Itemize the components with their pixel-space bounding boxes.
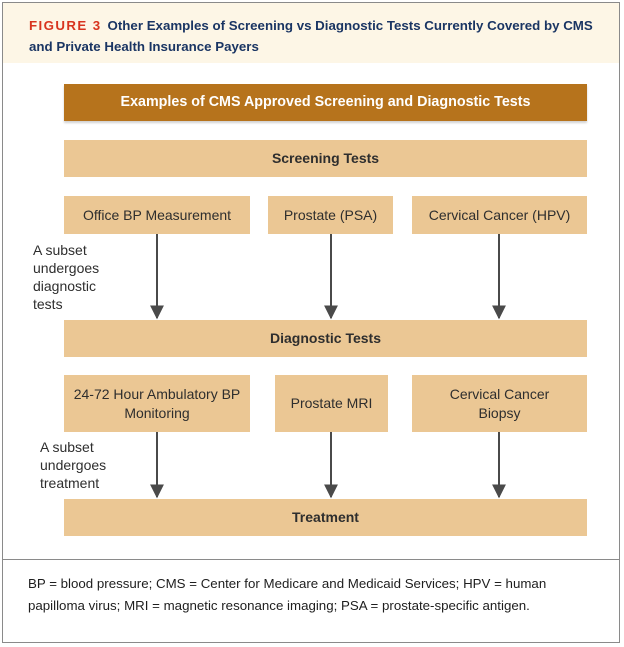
diagnostic-test-box-cervical-biopsy: Cervical Cancer Biopsy <box>412 375 587 432</box>
note-subset-diagnostic: A subset undergoes diagnostic tests <box>33 242 100 312</box>
treatment-header: Treatment <box>64 499 587 536</box>
treatment-header-text: Treatment <box>292 509 359 525</box>
note-subset-treatment: A subset undergoes treatment <box>40 439 107 491</box>
banner-box: Examples of CMS Approved Screening and D… <box>64 84 587 121</box>
diagnostic-test-label: 24-72 Hour Ambulatory BP Monitoring <box>73 385 241 421</box>
screening-test-label: Prostate (PSA) <box>283 206 378 223</box>
figure-footnote: BP = blood pressure; CMS = Center for Me… <box>28 576 547 613</box>
diagnostic-test-box-prostate-mri: Prostate MRI <box>275 375 388 432</box>
screening-test-box-hpv: Cervical Cancer (HPV) <box>412 196 587 234</box>
diagnostic-test-label: Cervical Cancer Biopsy <box>449 385 550 421</box>
banner-text: Examples of CMS Approved Screening and D… <box>120 94 531 110</box>
screening-test-label: Cervical Cancer (HPV) <box>428 206 571 223</box>
figure-label: FIGURE 3 <box>29 18 102 33</box>
screening-test-box-bp: Office BP Measurement <box>64 196 250 234</box>
screening-tests-header: Screening Tests <box>64 140 587 177</box>
figure-title: Other Examples of Screening vs Diagnosti… <box>29 18 593 54</box>
diagnostic-tests-header: Diagnostic Tests <box>64 320 587 357</box>
screening-test-label: Office BP Measurement <box>82 206 232 223</box>
screening-test-box-psa: Prostate (PSA) <box>268 196 393 234</box>
footnote-divider <box>3 559 619 560</box>
diagnostic-test-box-ambulatory-bp: 24-72 Hour Ambulatory BP Monitoring <box>64 375 250 432</box>
screening-tests-header-text: Screening Tests <box>271 150 380 166</box>
diagnostic-tests-header-text: Diagnostic Tests <box>270 330 381 346</box>
diagnostic-test-label: Prostate MRI <box>290 395 373 411</box>
